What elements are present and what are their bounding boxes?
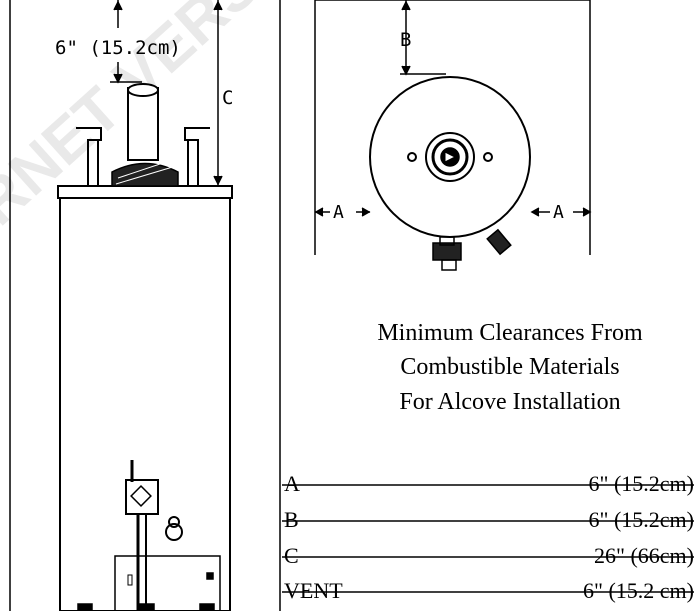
- vent-clearance-label: 6" (15.2cm): [55, 37, 181, 59]
- dimension-a-left-label: A: [333, 202, 344, 223]
- row-value: 26" (66cm): [594, 543, 694, 568]
- row-name: A: [284, 471, 300, 496]
- cold-water-pipe: [76, 127, 102, 187]
- leg-middle: [139, 603, 155, 611]
- row-name: VENT: [284, 578, 343, 603]
- top-view: [314, 0, 591, 271]
- caption-line-1: Minimum Clearances From: [377, 320, 643, 346]
- clearance-table: A 6" (15.2cm) B 6" (15.2cm) C 26" (66cm)…: [282, 471, 694, 603]
- flue-ring-outer: [425, 132, 475, 182]
- access-panel-knob: [206, 572, 214, 580]
- table-row: VENT 6" (15.2 cm): [282, 578, 694, 603]
- row-name: B: [284, 507, 299, 532]
- caption-line-3: For Alcove Installation: [399, 389, 620, 415]
- flue-baffle: [444, 151, 457, 163]
- top-gas-control-base: [441, 259, 457, 271]
- draft-hood-hatch: [115, 159, 177, 185]
- table-row: B 6" (15.2cm): [282, 507, 694, 532]
- leg-right: [199, 603, 215, 611]
- burner-access-panel: [114, 555, 221, 611]
- top-gas-control-stem: [439, 236, 455, 246]
- vent-pipe: [127, 87, 159, 161]
- hot-water-pipe: [184, 127, 210, 187]
- dimension-b-label: B: [400, 29, 411, 51]
- table-row: C 26" (66cm): [282, 543, 694, 568]
- front-view: [9, 0, 281, 611]
- heater-top-band: [57, 185, 233, 199]
- caption-line-2: Combustible Materials: [400, 354, 619, 380]
- gas-valve-dial: [130, 485, 152, 507]
- dimension-c-line: [213, 0, 223, 186]
- row-name: C: [284, 543, 299, 568]
- dimension-a-right-line: [530, 207, 592, 217]
- flue-ring-mid: [431, 138, 469, 176]
- table-row: A 6" (15.2cm): [282, 471, 694, 496]
- dimension-b-line: [400, 0, 446, 76]
- gas-control-valve: [125, 479, 159, 515]
- dimension-a-right-label: A: [553, 202, 564, 223]
- row-value: 6" (15.2cm): [588, 471, 694, 496]
- vent-pipe-top: [127, 83, 159, 97]
- relief-valve-top: [168, 516, 180, 528]
- row-value: 6" (15.2 cm): [583, 578, 694, 603]
- top-relief-valve: [486, 228, 512, 256]
- hot-outlet: [483, 152, 493, 162]
- access-panel-tab: [127, 574, 133, 586]
- row-value: 6" (15.2cm): [588, 507, 694, 532]
- relief-valve-body: [165, 523, 183, 541]
- leg-left: [77, 603, 93, 611]
- cold-inlet: [407, 152, 417, 162]
- vent-clearance-dimension: [110, 0, 142, 84]
- dimension-a-left-line: [314, 207, 371, 217]
- dimension-c-label: C: [222, 87, 233, 109]
